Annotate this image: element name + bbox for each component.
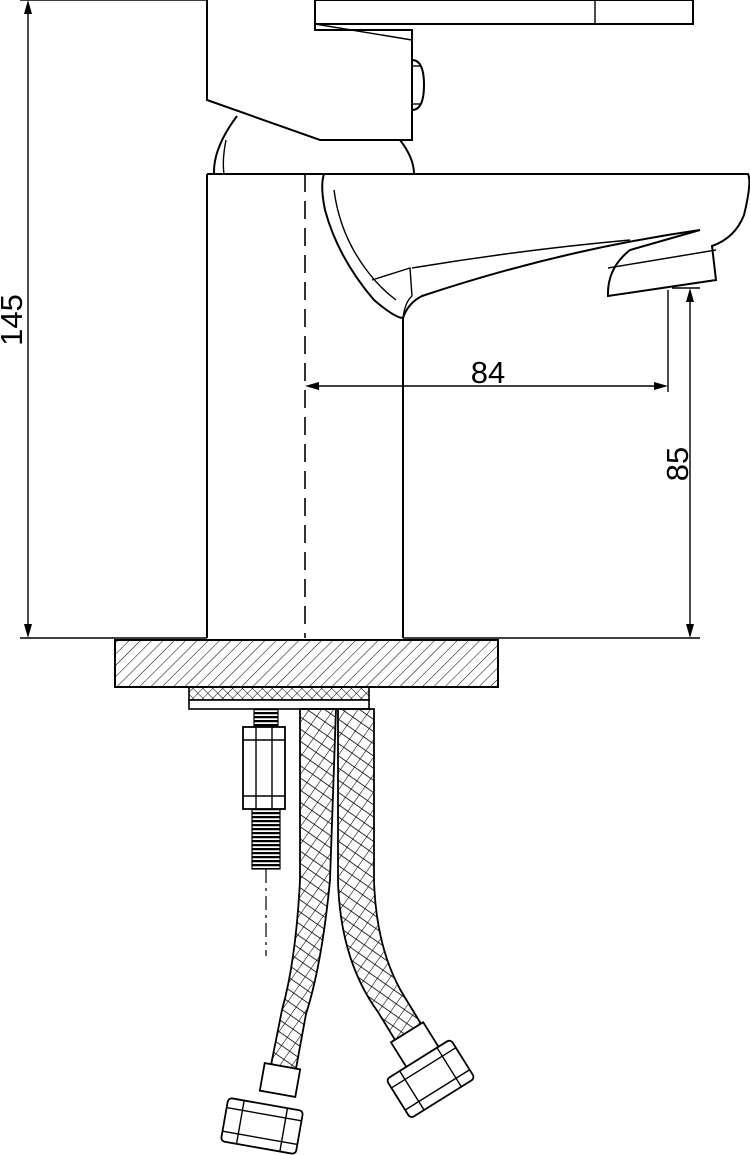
dimension-spout-reach: 84: [305, 290, 669, 392]
dimension-85-label: 85: [660, 447, 695, 481]
dimension-84-label: 84: [471, 355, 505, 390]
handle-lever: [206, 0, 694, 141]
spout: [321, 173, 750, 320]
supply-hose-right: [337, 708, 475, 1118]
dimension-145-label: 145: [0, 294, 29, 346]
cartridge-dome: [212, 115, 415, 175]
base-plate: [114, 639, 499, 688]
gasket: [188, 686, 370, 701]
mounting-stud: [242, 708, 286, 956]
supply-hose-left: [220, 708, 337, 1155]
dimension-spout-height: 85: [403, 287, 700, 639]
dimension-overall-height: 145: [0, 0, 207, 639]
faucet-body: [206, 173, 404, 638]
clamp-plate: [188, 699, 370, 710]
